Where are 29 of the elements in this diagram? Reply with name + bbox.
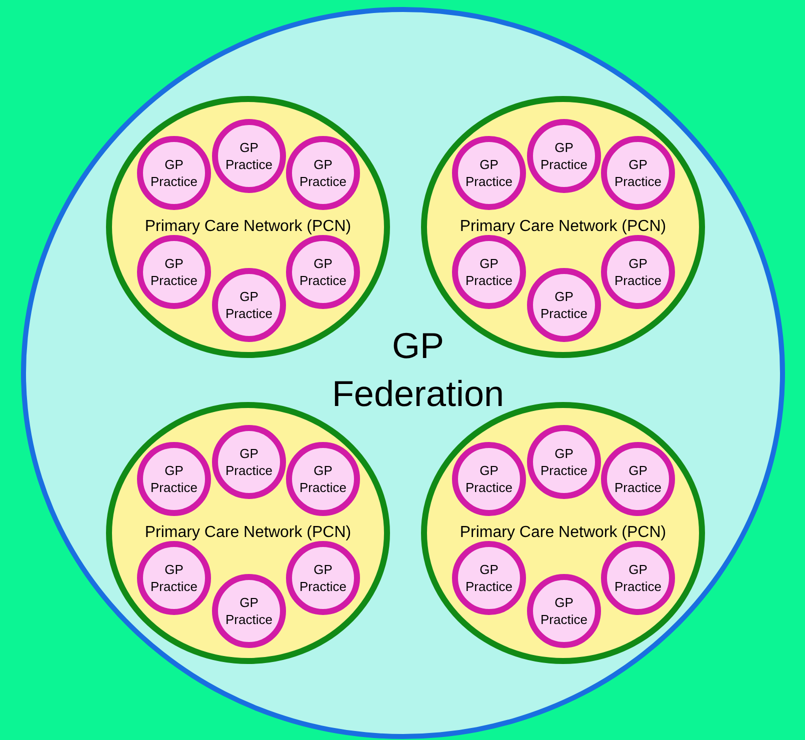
practice-label: GP Practice [540, 288, 588, 322]
practice-label: GP Practice [298, 561, 348, 595]
practice-label: GP Practice [224, 288, 274, 322]
network-label: Primary Care Network (PCN) [144, 217, 352, 237]
network-label: Primary Care Network (PCN) [458, 217, 668, 237]
practice-label: GP Practice [614, 156, 662, 190]
practice-label: GP Practice [614, 255, 662, 289]
federation-label: GP Federation [330, 324, 506, 416]
practice-label: GP Practice [614, 462, 662, 496]
practice-label: GP Practice [224, 445, 274, 479]
practice-label: GP Practice [540, 594, 588, 628]
practice-label: GP Practice [464, 462, 514, 496]
practice-label: GP Practice [614, 561, 662, 595]
practice-label: GP Practice [540, 139, 588, 173]
practice-label: GP Practice [150, 156, 198, 190]
practice-label: GP Practice [540, 445, 588, 479]
practice-label: GP Practice [150, 561, 198, 595]
practice-label: GP Practice [150, 462, 198, 496]
practice-label: GP Practice [298, 255, 348, 289]
practice-label: GP Practice [464, 156, 514, 190]
practice-label: GP Practice [224, 594, 274, 628]
network-label: Primary Care Network (PCN) [144, 523, 352, 543]
practice-label: GP Practice [224, 139, 274, 173]
practice-label: GP Practice [150, 255, 198, 289]
practice-label: GP Practice [298, 462, 348, 496]
practice-label: GP Practice [298, 156, 348, 190]
network-label: Primary Care Network (PCN) [458, 523, 668, 543]
practice-label: GP Practice [464, 255, 514, 289]
practice-label: GP Practice [464, 561, 514, 595]
